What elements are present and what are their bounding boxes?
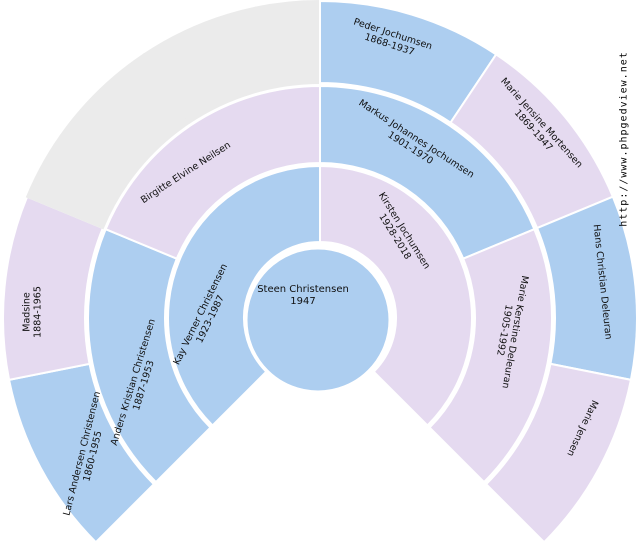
wedge-kirsten-jochumsen[interactable] — [319, 164, 473, 427]
watermark-url: http://www.phpgedview.net — [618, 51, 630, 227]
wedge-madsine[interactable] — [2, 195, 105, 382]
root-person-circle[interactable] — [244, 246, 392, 394]
wedge-marie-kerstine-deleuran[interactable] — [428, 227, 553, 484]
wedge-kay-verner-christensen[interactable] — [167, 164, 321, 427]
wedge-marie-jensen[interactable] — [484, 362, 633, 544]
